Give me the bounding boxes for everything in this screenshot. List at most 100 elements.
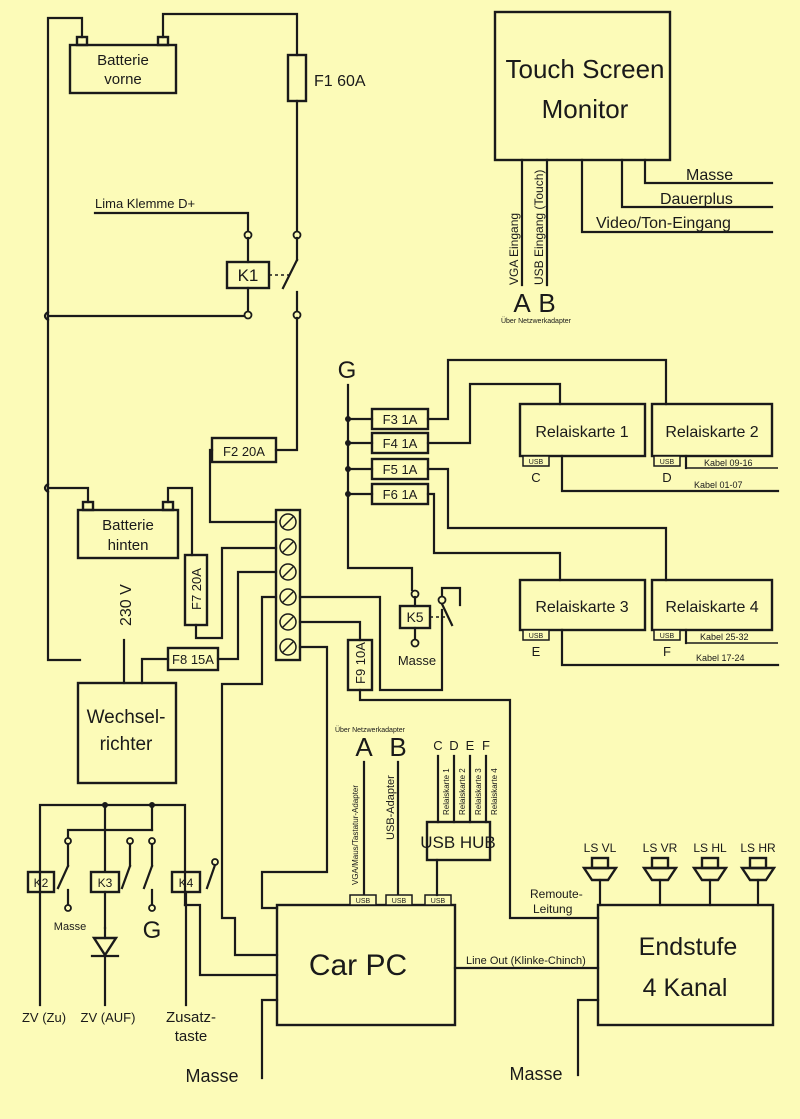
usb-hub: USB HUB bbox=[420, 820, 496, 862]
speaker-vr-label: LS VR bbox=[643, 841, 678, 855]
pc-adapter-note: Über Netzwerkadapter bbox=[335, 726, 406, 734]
monitor-letter-a: A bbox=[513, 288, 531, 318]
monitor-masse-wire bbox=[643, 158, 774, 185]
relay-card-2-label: Relaiskarte 2 bbox=[665, 424, 758, 441]
monitor-video-wire bbox=[580, 158, 774, 234]
relay-card-4-label: Relaiskarte 4 bbox=[665, 599, 758, 616]
terminal-screw-2 bbox=[279, 538, 297, 556]
front-battery-plus-wire bbox=[161, 12, 299, 57]
f7-to-terminal-wire bbox=[194, 546, 278, 640]
inverter-box bbox=[76, 681, 178, 785]
k1-coil-terminal-bottom bbox=[243, 310, 253, 320]
pc-masse-label: Masse bbox=[185, 1066, 238, 1086]
touch-screen-monitor: Touch Screen Monitor Masse Dauerplus Vid… bbox=[493, 10, 774, 325]
k2-switch-arm bbox=[56, 864, 70, 890]
hub-port-4-label: Relaiskarte 4 bbox=[490, 768, 499, 815]
pc-usb-port-1-label: USB bbox=[356, 898, 371, 905]
battery-front-label-line2: vorne bbox=[104, 71, 142, 88]
hub-letter-c: C bbox=[433, 738, 442, 753]
speaker-vl-cone bbox=[581, 866, 619, 882]
relay-contact-bus bbox=[66, 828, 154, 840]
ground-g-bottom: G bbox=[143, 917, 162, 944]
ground-g-top: G bbox=[338, 357, 357, 384]
k5-contact-wire bbox=[440, 586, 462, 607]
monitor-adapter-note: Über Netzwerkadapter bbox=[501, 317, 572, 325]
battery-rear-terminal-left bbox=[81, 500, 95, 512]
k5-masse-label: Masse bbox=[398, 653, 436, 668]
terminal-screw-6-slot bbox=[281, 640, 295, 654]
k3-contact-a-arm bbox=[120, 864, 132, 890]
terminal-screw-1 bbox=[279, 513, 297, 531]
monitor-video-label: Video/Ton-Eingang bbox=[596, 215, 731, 232]
zusatz-label-line1: Zusatz- bbox=[166, 1009, 216, 1026]
relay-k5-label: K5 bbox=[406, 609, 423, 625]
k5-contact-top bbox=[437, 595, 447, 605]
speaker-hl: LS HL bbox=[691, 841, 729, 907]
pc-letter-a: A bbox=[355, 732, 373, 762]
terminal-screw-5 bbox=[279, 613, 297, 631]
relay-card-4-letter: F bbox=[663, 644, 671, 659]
pc-usb-port-2-label: USB bbox=[392, 898, 407, 905]
f6-to-card3-wire bbox=[426, 492, 562, 582]
amplifier-label-line1: Endstufe bbox=[639, 933, 738, 961]
battery-rear-label-line2: hinten bbox=[108, 537, 149, 554]
k5-coil-terminal-bottom bbox=[410, 638, 420, 648]
kabel-17-24-label: Kabel 17-24 bbox=[696, 653, 745, 663]
relay-k3-label: K3 bbox=[98, 876, 113, 890]
fuse-f1 bbox=[286, 53, 308, 103]
relay-card-1-usb bbox=[522, 455, 550, 467]
fuse-f8-label: F8 15A bbox=[172, 652, 214, 667]
k3-contact-b-arm bbox=[142, 864, 154, 890]
monitor-title-line1: Touch Screen bbox=[506, 54, 665, 84]
terminal-block-box bbox=[274, 508, 302, 662]
f2-to-terminal-wire bbox=[208, 448, 278, 524]
car-pc: Car PC USB USB USB bbox=[275, 894, 457, 1027]
battery-rear-label-line1: Batterie bbox=[102, 517, 154, 534]
hub-port-3-label: Relaiskarte 3 bbox=[474, 768, 483, 815]
kabel-09-16-label: Kabel 09-16 bbox=[704, 458, 753, 468]
monitor-masse-label: Masse bbox=[686, 167, 733, 184]
card3-cable-line bbox=[560, 628, 780, 667]
terminal-to-k4-wire bbox=[220, 595, 279, 957]
relay-card-1-usb-label: USB bbox=[529, 459, 544, 466]
terminal-screw-5-slot bbox=[281, 615, 295, 629]
terminal-screw-4 bbox=[279, 588, 297, 606]
f8-to-terminal-wire bbox=[216, 570, 278, 661]
monitor-usb-label: USB Eingang (Touch) bbox=[532, 170, 546, 285]
k4-switch-arm bbox=[205, 863, 217, 890]
battery-front-box bbox=[68, 43, 178, 95]
k3-contact-b-bottom bbox=[148, 904, 156, 912]
speaker-hl-label: LS HL bbox=[693, 841, 727, 855]
hub-letter-f: F bbox=[482, 738, 490, 753]
speaker-hr-magnet bbox=[748, 856, 768, 870]
fuse-f4-label: F4 1A bbox=[383, 436, 418, 451]
k5-switch-arm bbox=[440, 602, 454, 627]
speaker-vl: LS VL bbox=[581, 841, 619, 907]
car-pc-label: Car PC bbox=[309, 949, 407, 982]
amplifier: Endstufe 4 Kanal bbox=[596, 903, 775, 1027]
speaker-vr-cone bbox=[641, 866, 679, 882]
fuse-f5-label: F5 1A bbox=[383, 462, 418, 477]
terminal-to-f9-wire bbox=[298, 620, 362, 642]
remote-label-line1: Remoute- bbox=[530, 887, 583, 901]
relay-card-2-usb bbox=[653, 455, 681, 467]
k2-contact-bottom bbox=[64, 904, 72, 912]
battery-rear-terminal-right bbox=[161, 500, 175, 512]
fuse-f3-label: F3 1A bbox=[383, 412, 418, 427]
battery-rear-box bbox=[76, 508, 180, 560]
battery-front: Batterie vorne bbox=[68, 35, 178, 95]
amp-masse-wire bbox=[576, 998, 600, 1077]
relay-card-3-usb-label: USB bbox=[529, 633, 544, 640]
relay-card-1-box bbox=[518, 402, 647, 458]
hub-port-1-label: Relaiskarte 1 bbox=[442, 768, 451, 815]
hub-letter-e: E bbox=[466, 738, 475, 753]
terminal-block bbox=[274, 508, 302, 662]
ground-bus-wire bbox=[46, 16, 84, 662]
terminal-screw-6 bbox=[279, 638, 297, 656]
fuse-bus-wire bbox=[346, 383, 414, 592]
pc-usb-port-1 bbox=[349, 894, 377, 906]
battery-front-label-line1: Batterie bbox=[97, 52, 149, 69]
amp-masse-label: Masse bbox=[509, 1064, 562, 1084]
